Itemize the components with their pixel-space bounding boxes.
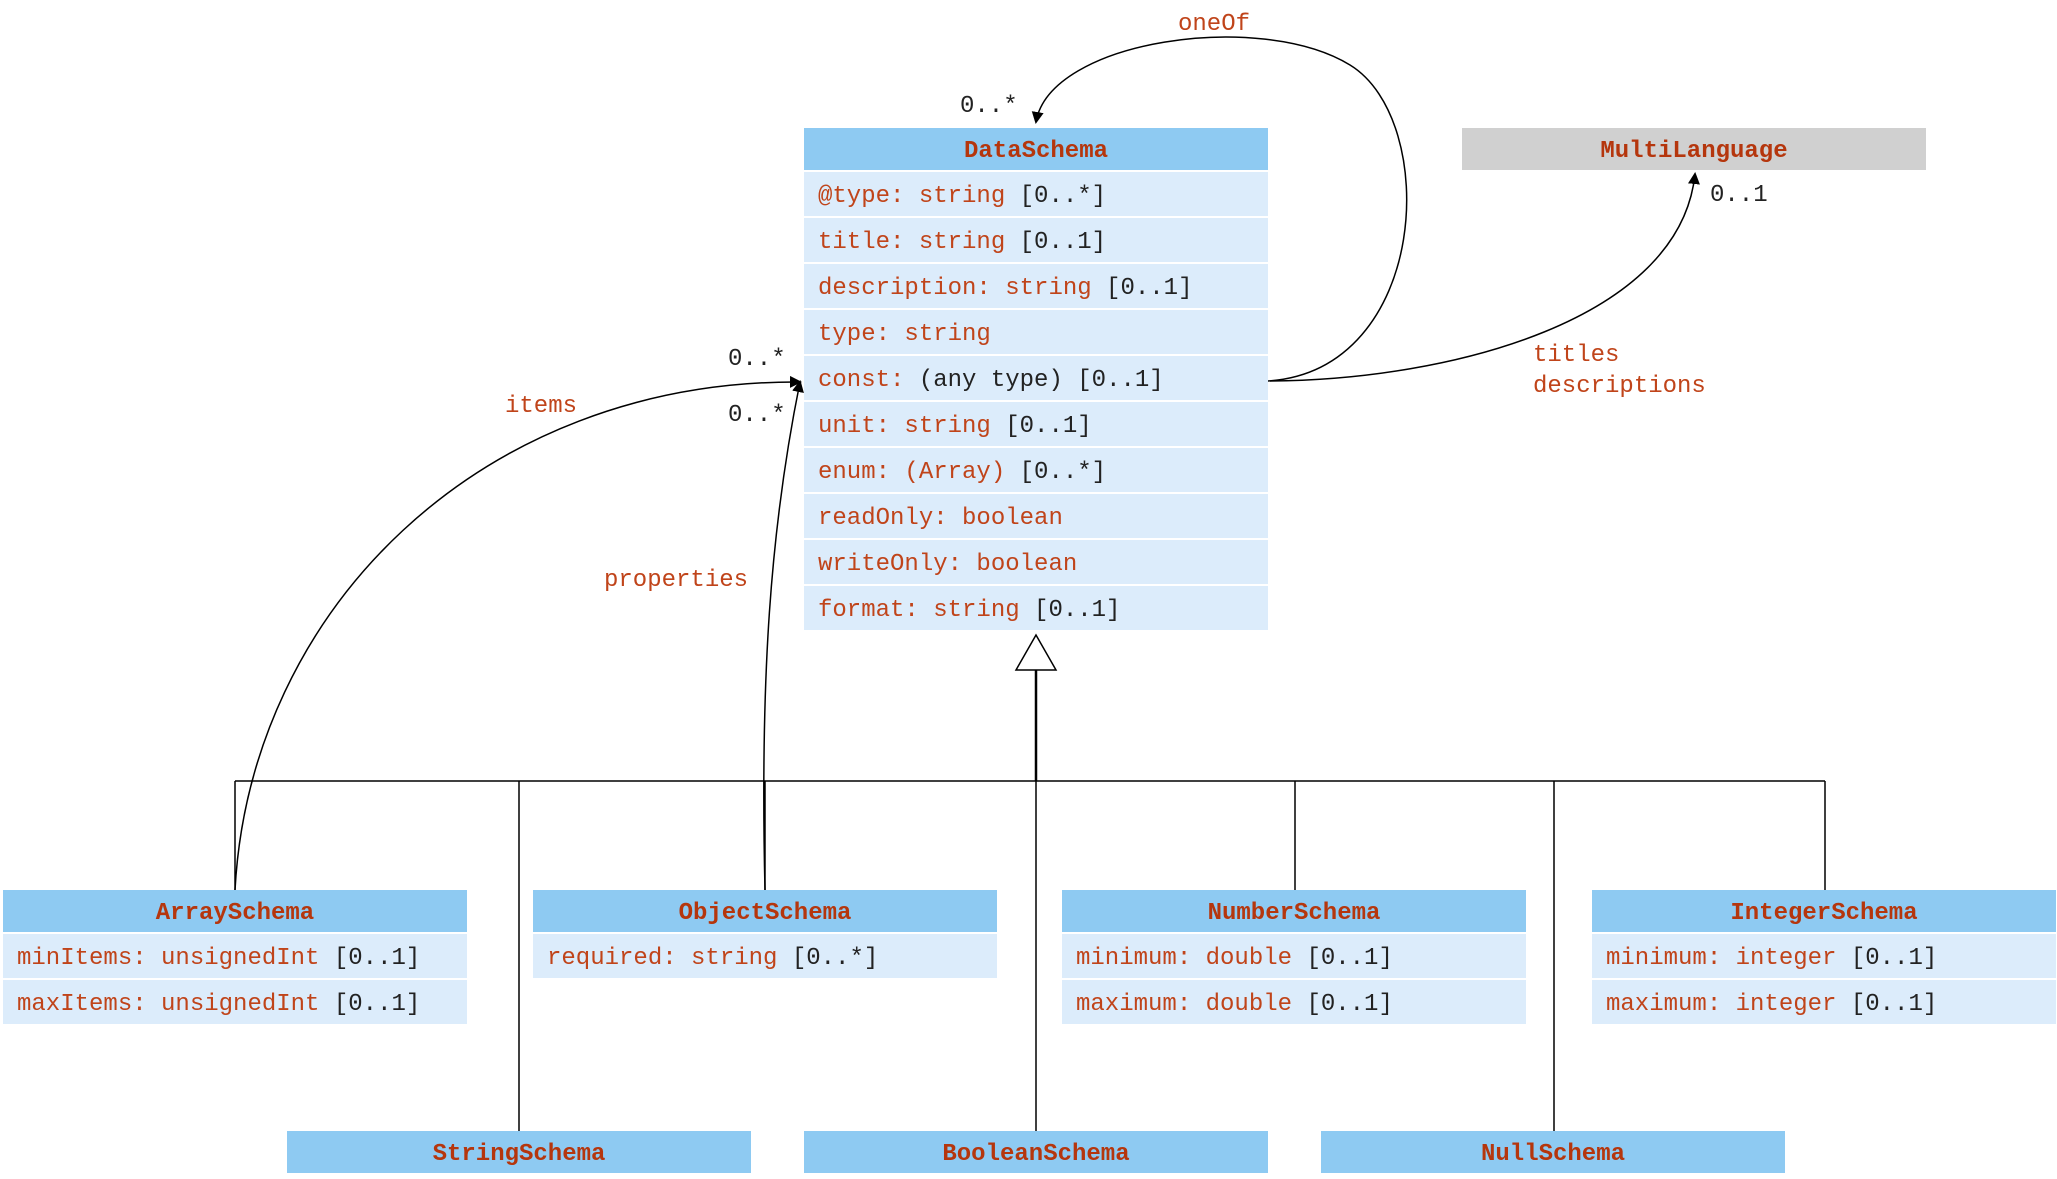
array-schema-attribute: maxItems: unsignedInt [0..1] [17, 991, 420, 1018]
association-lines [234, 36, 1700, 891]
data-schema-attribute-row [804, 586, 1268, 630]
number-schema-attribute-row [1062, 934, 1526, 978]
data-schema-attribute-row [804, 494, 1268, 538]
null-schema-header [1321, 1131, 1785, 1173]
number-schema-attribute-row [1062, 980, 1526, 1024]
properties-association-line [763, 380, 804, 891]
array-schema-class: ArraySchema minItems: unsignedInt [0..1] m… [3, 890, 467, 1024]
data-schema-attribute: description: string [0..1] [818, 275, 1192, 302]
boolean-schema-class: BooleanSchema [804, 1131, 1268, 1173]
number-schema-attribute: maximum: double [0..1] [1076, 991, 1393, 1018]
data-schema-class: DataSchema @type: string [0..*] title: str… [804, 128, 1268, 630]
items-association-line [234, 375, 802, 891]
data-schema-attribute-row [804, 264, 1268, 308]
integer-schema-name: IntegerSchema [1730, 900, 1917, 927]
multilanguage-association-line [1269, 172, 1700, 382]
data-schema-attribute-row [804, 356, 1268, 400]
null-schema-name: NullSchema [1481, 1141, 1625, 1168]
integer-schema-attribute: maximum: integer [0..1] [1606, 991, 1937, 1018]
array-schema-attribute-row [3, 980, 467, 1024]
integer-schema-attribute: minimum: integer [0..1] [1606, 945, 1937, 972]
items-label: items [505, 393, 577, 420]
oneof-multiplicity: 0..* [960, 93, 1018, 120]
data-schema-attribute: const: (any type) [0..1] [818, 367, 1164, 394]
data-schema-attribute: @type: string [0..*] [818, 183, 1106, 210]
data-schema-attribute: title: string [0..1] [818, 229, 1106, 256]
data-schema-header [804, 128, 1268, 170]
properties-multiplicity: 0..* [728, 402, 786, 429]
multi-language-header [1462, 128, 1926, 170]
oneof-association-line [1031, 36, 1408, 382]
properties-label: properties [604, 567, 748, 594]
array-schema-attribute: minItems: unsignedInt [0..1] [17, 945, 420, 972]
integer-schema-attribute-row [1592, 980, 2056, 1024]
generalization-triangle [1014, 633, 1058, 671]
generalization-lines [234, 670, 1826, 1131]
data-schema-attribute: unit: string [0..1] [818, 413, 1092, 440]
data-schema-attribute-row [804, 448, 1268, 492]
array-schema-attribute-row [3, 934, 467, 978]
number-schema-class: NumberSchema minimum: double [0..1] maximu… [1062, 890, 1526, 1024]
object-schema-name: ObjectSchema [679, 900, 852, 927]
array-schema-name: ArraySchema [156, 900, 314, 927]
multi-language-class: MultiLanguage [1462, 128, 1926, 170]
data-schema-attribute-row [804, 218, 1268, 262]
data-schema-attribute: enum: (Array) [0..*] [818, 459, 1106, 486]
array-schema-header [3, 890, 467, 932]
number-schema-header [1062, 890, 1526, 932]
data-schema-attribute: readOnly: boolean [818, 505, 1063, 532]
multilanguage-label-titles: titles [1533, 342, 1619, 369]
data-schema-attribute-row [804, 402, 1268, 446]
string-schema-class: StringSchema [287, 1131, 751, 1173]
null-schema-class: NullSchema [1321, 1131, 1785, 1173]
classes-layer: DataSchema @type: string [0..*] title: str… [3, 128, 2056, 1173]
object-schema-header [533, 890, 997, 932]
number-schema-name: NumberSchema [1208, 900, 1381, 927]
oneof-label: oneOf [1178, 11, 1250, 38]
boolean-schema-header [804, 1131, 1268, 1173]
items-multiplicity: 0..* [728, 346, 786, 373]
multilanguage-multiplicity: 0..1 [1710, 182, 1768, 209]
data-schema-attribute-row [804, 540, 1268, 584]
data-schema-attribute-row [804, 310, 1268, 354]
multilanguage-label-descriptions: descriptions [1533, 373, 1706, 400]
object-schema-class: ObjectSchema required: string [0..*] [533, 890, 997, 978]
data-schema-attribute: format: string [0..1] [818, 597, 1120, 624]
data-schema-attribute-row [804, 172, 1268, 216]
object-schema-attribute: required: string [0..*] [547, 945, 878, 972]
object-schema-attribute-row [533, 934, 997, 978]
boolean-schema-name: BooleanSchema [942, 1141, 1129, 1168]
data-schema-attribute: type: string [818, 321, 991, 348]
data-schema-name: DataSchema [964, 138, 1108, 165]
string-schema-name: StringSchema [433, 1141, 606, 1168]
string-schema-header [287, 1131, 751, 1173]
integer-schema-attribute-row [1592, 934, 2056, 978]
multi-language-name: MultiLanguage [1600, 138, 1787, 165]
integer-schema-header [1592, 890, 2056, 932]
number-schema-attribute: minimum: double [0..1] [1076, 945, 1393, 972]
data-schema-attribute: writeOnly: boolean [818, 551, 1077, 578]
integer-schema-class: IntegerSchema minimum: integer [0..1] maxi… [1592, 890, 2056, 1024]
